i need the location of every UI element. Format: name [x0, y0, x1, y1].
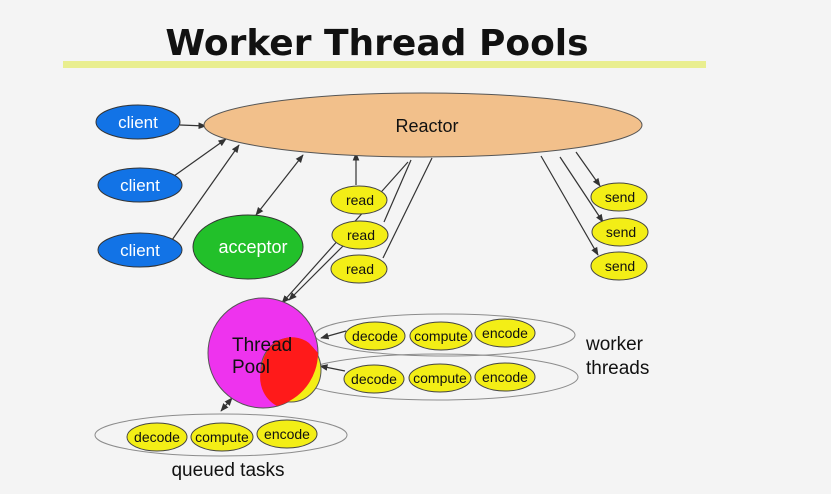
reactor-label: Reactor [395, 116, 458, 136]
worker2-compute-label: compute [413, 370, 467, 386]
client-label-2: client [120, 176, 160, 195]
arrow-acceptor-reactor [255, 154, 304, 216]
worker1-compute-label: compute [414, 328, 468, 344]
worker-threads-label-line1: worker [585, 334, 644, 355]
worker-row-1: decode compute encode [344, 318, 536, 351]
arrow-reactor-read3 [382, 157, 433, 259]
queued-row: decode compute encode [126, 419, 318, 452]
arrow-worker2-threadpool [319, 364, 346, 372]
client-label-1: client [118, 113, 158, 132]
acceptor-label: acceptor [218, 237, 287, 257]
worker1-encode-label: encode [482, 325, 528, 341]
arrow-client2-reactor [173, 138, 227, 177]
client-node-2: client [97, 167, 183, 203]
read-label-3: read [346, 261, 374, 277]
send-label-3: send [605, 258, 635, 274]
read-label-2: read [347, 227, 375, 243]
reactor-node: Reactor [203, 92, 643, 158]
worker-row-2: decode compute encode [343, 362, 536, 394]
title-underline [63, 61, 706, 68]
send-label-2: send [606, 224, 636, 240]
arrow-reactor-send3 [540, 155, 599, 256]
client-node-1: client [95, 104, 181, 140]
arrow-reactor-send2 [559, 156, 604, 223]
send-label-1: send [605, 189, 635, 205]
queued-group-outline [94, 413, 348, 457]
arrow-client3-reactor [171, 144, 240, 241]
worker1-decode-label: decode [352, 328, 398, 344]
arrow-reactor-read2 [383, 159, 412, 223]
queued-compute-label: compute [195, 429, 249, 445]
worker-threads-label-line2: threads [586, 358, 649, 379]
worker2-decode-label: decode [351, 371, 397, 387]
queued-decode-label: decode [134, 429, 180, 445]
client-label-3: client [120, 241, 160, 260]
read-node-2: read [331, 220, 389, 250]
acceptor-node: acceptor [192, 214, 304, 280]
connectors [171, 122, 604, 412]
thread-pool-label-line2: Pool [232, 357, 270, 378]
worker2-encode-label: encode [482, 369, 528, 385]
arrow-read2-threadpool [288, 245, 344, 301]
read-label-1: read [346, 192, 374, 208]
send-node-3: send [590, 251, 648, 281]
thread-pool-label-line1: Thread [232, 335, 292, 356]
read-node-1: read [330, 185, 388, 215]
client-node-3: client [97, 232, 183, 268]
send-node-1: send [590, 182, 648, 212]
arrow-reactor-send1 [575, 151, 601, 187]
arrow-threadpool-queue [220, 397, 233, 412]
diagram-title: Worker Thread Pools [165, 23, 588, 64]
queued-encode-label: encode [264, 426, 310, 442]
arrow-worker1-threadpool [320, 330, 347, 340]
send-node-2: send [591, 217, 649, 247]
thread-pool-node: Thread Pool [207, 297, 322, 409]
arrow-client1-reactor [179, 122, 207, 130]
read-node-3: read [330, 254, 388, 284]
queued-tasks-label: queued tasks [171, 460, 284, 481]
